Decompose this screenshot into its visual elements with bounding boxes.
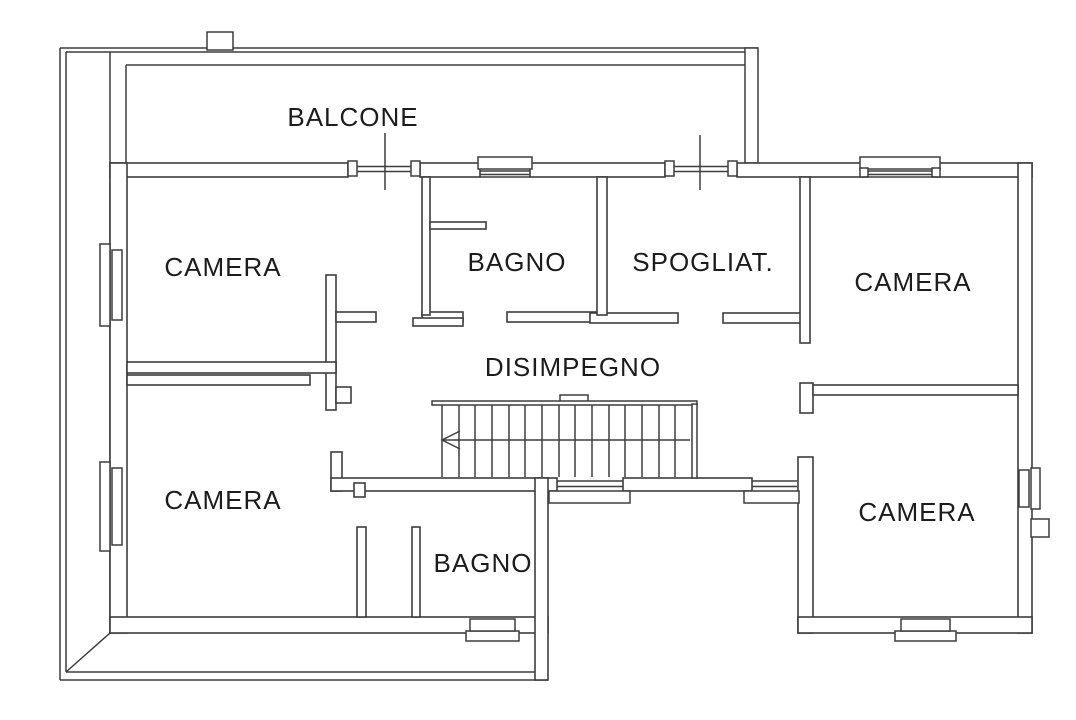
camera-nw-sw-divider — [126, 361, 337, 374]
camera-ne-se-divider — [812, 384, 1019, 396]
openings — [99, 133, 1050, 642]
corridor-window-west — [548, 480, 631, 504]
room-label-camera-ne: CAMERA — [854, 267, 971, 297]
bagno-stub-wall — [429, 221, 487, 230]
camera-se-left-wall — [797, 456, 814, 634]
camera-sw-window — [99, 461, 123, 552]
camera-ne-window — [859, 156, 941, 178]
room-label-disimpegno: DISIMPEGNO — [485, 352, 661, 382]
closet-partition — [356, 526, 367, 618]
staircase — [431, 394, 698, 479]
stair-right-edge — [691, 403, 698, 479]
room-label-bagno-sud: BAGNO — [434, 548, 533, 578]
bagno-sud-left-wall — [411, 526, 421, 618]
camera-se-right-window — [1018, 467, 1041, 510]
chimney — [206, 31, 234, 51]
room-label-balcone: BALCONE — [287, 102, 418, 132]
balcony-door-west — [347, 133, 421, 190]
nook-partition — [325, 274, 337, 411]
corridor-window-east — [743, 480, 800, 504]
corridor-south-wall — [330, 477, 558, 492]
spogliatoio-right-wall — [799, 176, 811, 344]
bagno-spogliatoio-wall — [596, 176, 608, 316]
stair-direction-arrow — [440, 430, 461, 450]
stair-treads — [441, 405, 676, 477]
bagno-sud-window — [465, 618, 520, 642]
room-label-camera-nw: CAMERA — [164, 252, 281, 282]
left-outer-wall — [109, 162, 128, 634]
stair-top-rail — [431, 400, 698, 406]
terrace-corner-diagonal — [65, 632, 111, 673]
balcony-right-parapet — [744, 47, 759, 164]
balcony-door-east — [664, 135, 738, 190]
right-wall-flue — [1030, 518, 1050, 538]
bagno-nord-window — [477, 156, 533, 178]
bagno-left-wall — [421, 176, 431, 316]
camera-nw-window — [99, 243, 123, 327]
terrace-perimeter — [59, 47, 758, 681]
room-label-camera-sw: CAMERA — [164, 485, 281, 515]
room-label-bagno-nord: BAGNO — [468, 247, 567, 277]
right-outer-wall — [1017, 162, 1033, 634]
bagno-sud-right-wall — [534, 477, 549, 681]
room-label-camera-se: CAMERA — [858, 497, 975, 527]
camera-se-south-window — [894, 618, 957, 642]
room-label-spogliatoio: SPOGLIAT. — [632, 247, 773, 277]
walls — [109, 162, 1033, 681]
